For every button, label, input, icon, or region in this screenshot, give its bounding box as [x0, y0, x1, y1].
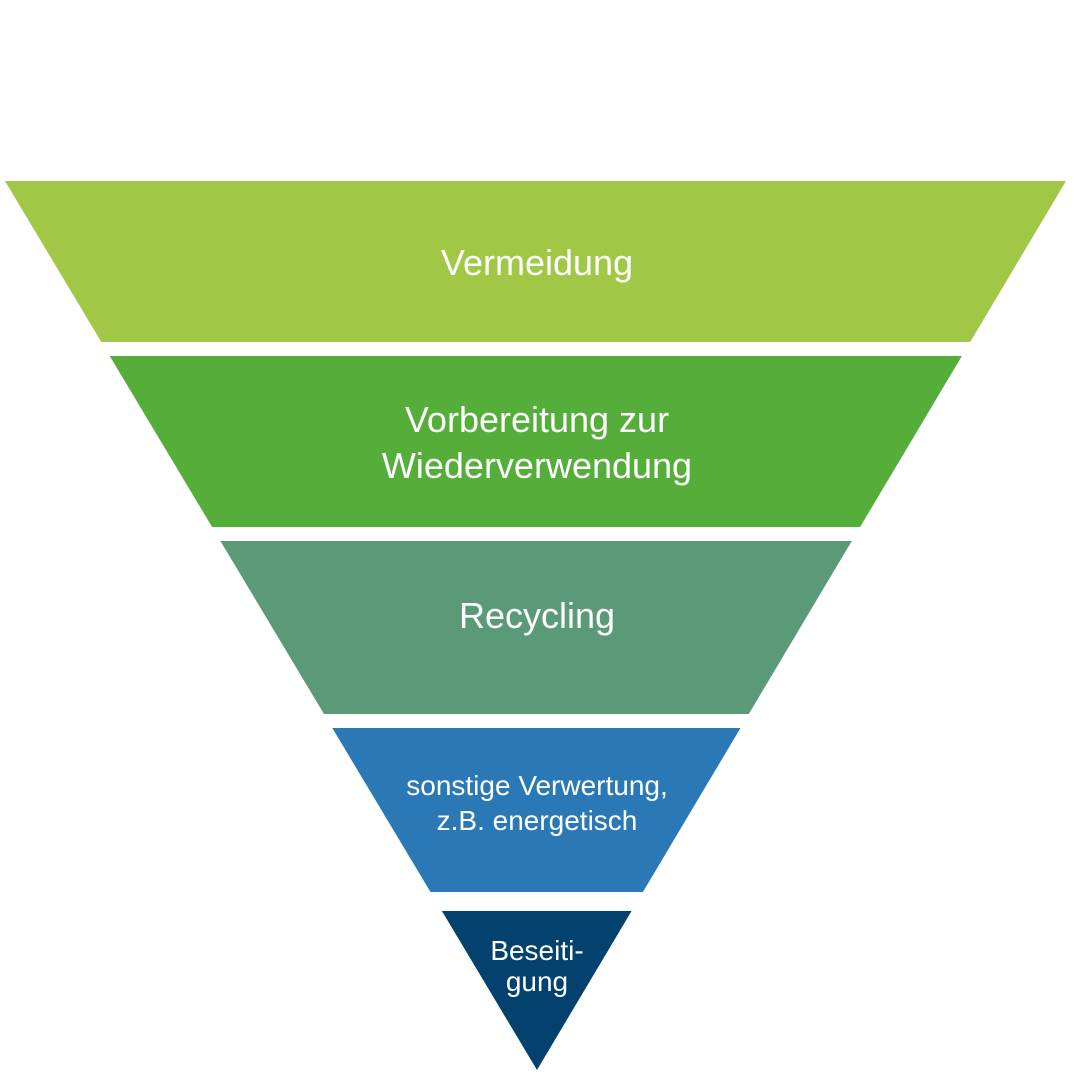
- tier-label-line: Vermeidung: [441, 242, 633, 283]
- tier-label-line: sonstige Verwertung,: [406, 770, 668, 801]
- tier-label-line: Vorbereitung zur: [405, 399, 669, 440]
- tier-wiederverwendung: [109, 356, 962, 527]
- tier-label-beseitigung: Beseiti-gung: [490, 935, 583, 997]
- tier-label-line: Beseiti-: [490, 935, 583, 966]
- tier-label-sonstige-verwertung: sonstige Verwertung, z.B. energetisch: [406, 770, 668, 836]
- tier-label-line: Recycling: [459, 595, 615, 636]
- tier-sonstige-verwertung: [332, 728, 741, 892]
- tier-label-vermeidung: Vermeidung: [441, 242, 633, 283]
- tier-label-line: gung: [506, 966, 568, 997]
- tier-vermeidung: [5, 181, 1066, 342]
- tier-label-line: z.B. energetisch: [437, 805, 638, 836]
- tier-label-line: Wiederverwendung: [382, 445, 692, 486]
- tier-label-recycling: Recycling: [459, 595, 615, 636]
- pyramid-tiers: [5, 181, 1066, 1070]
- tier-beseitigung: [441, 911, 632, 1070]
- tier-recycling: [220, 541, 852, 714]
